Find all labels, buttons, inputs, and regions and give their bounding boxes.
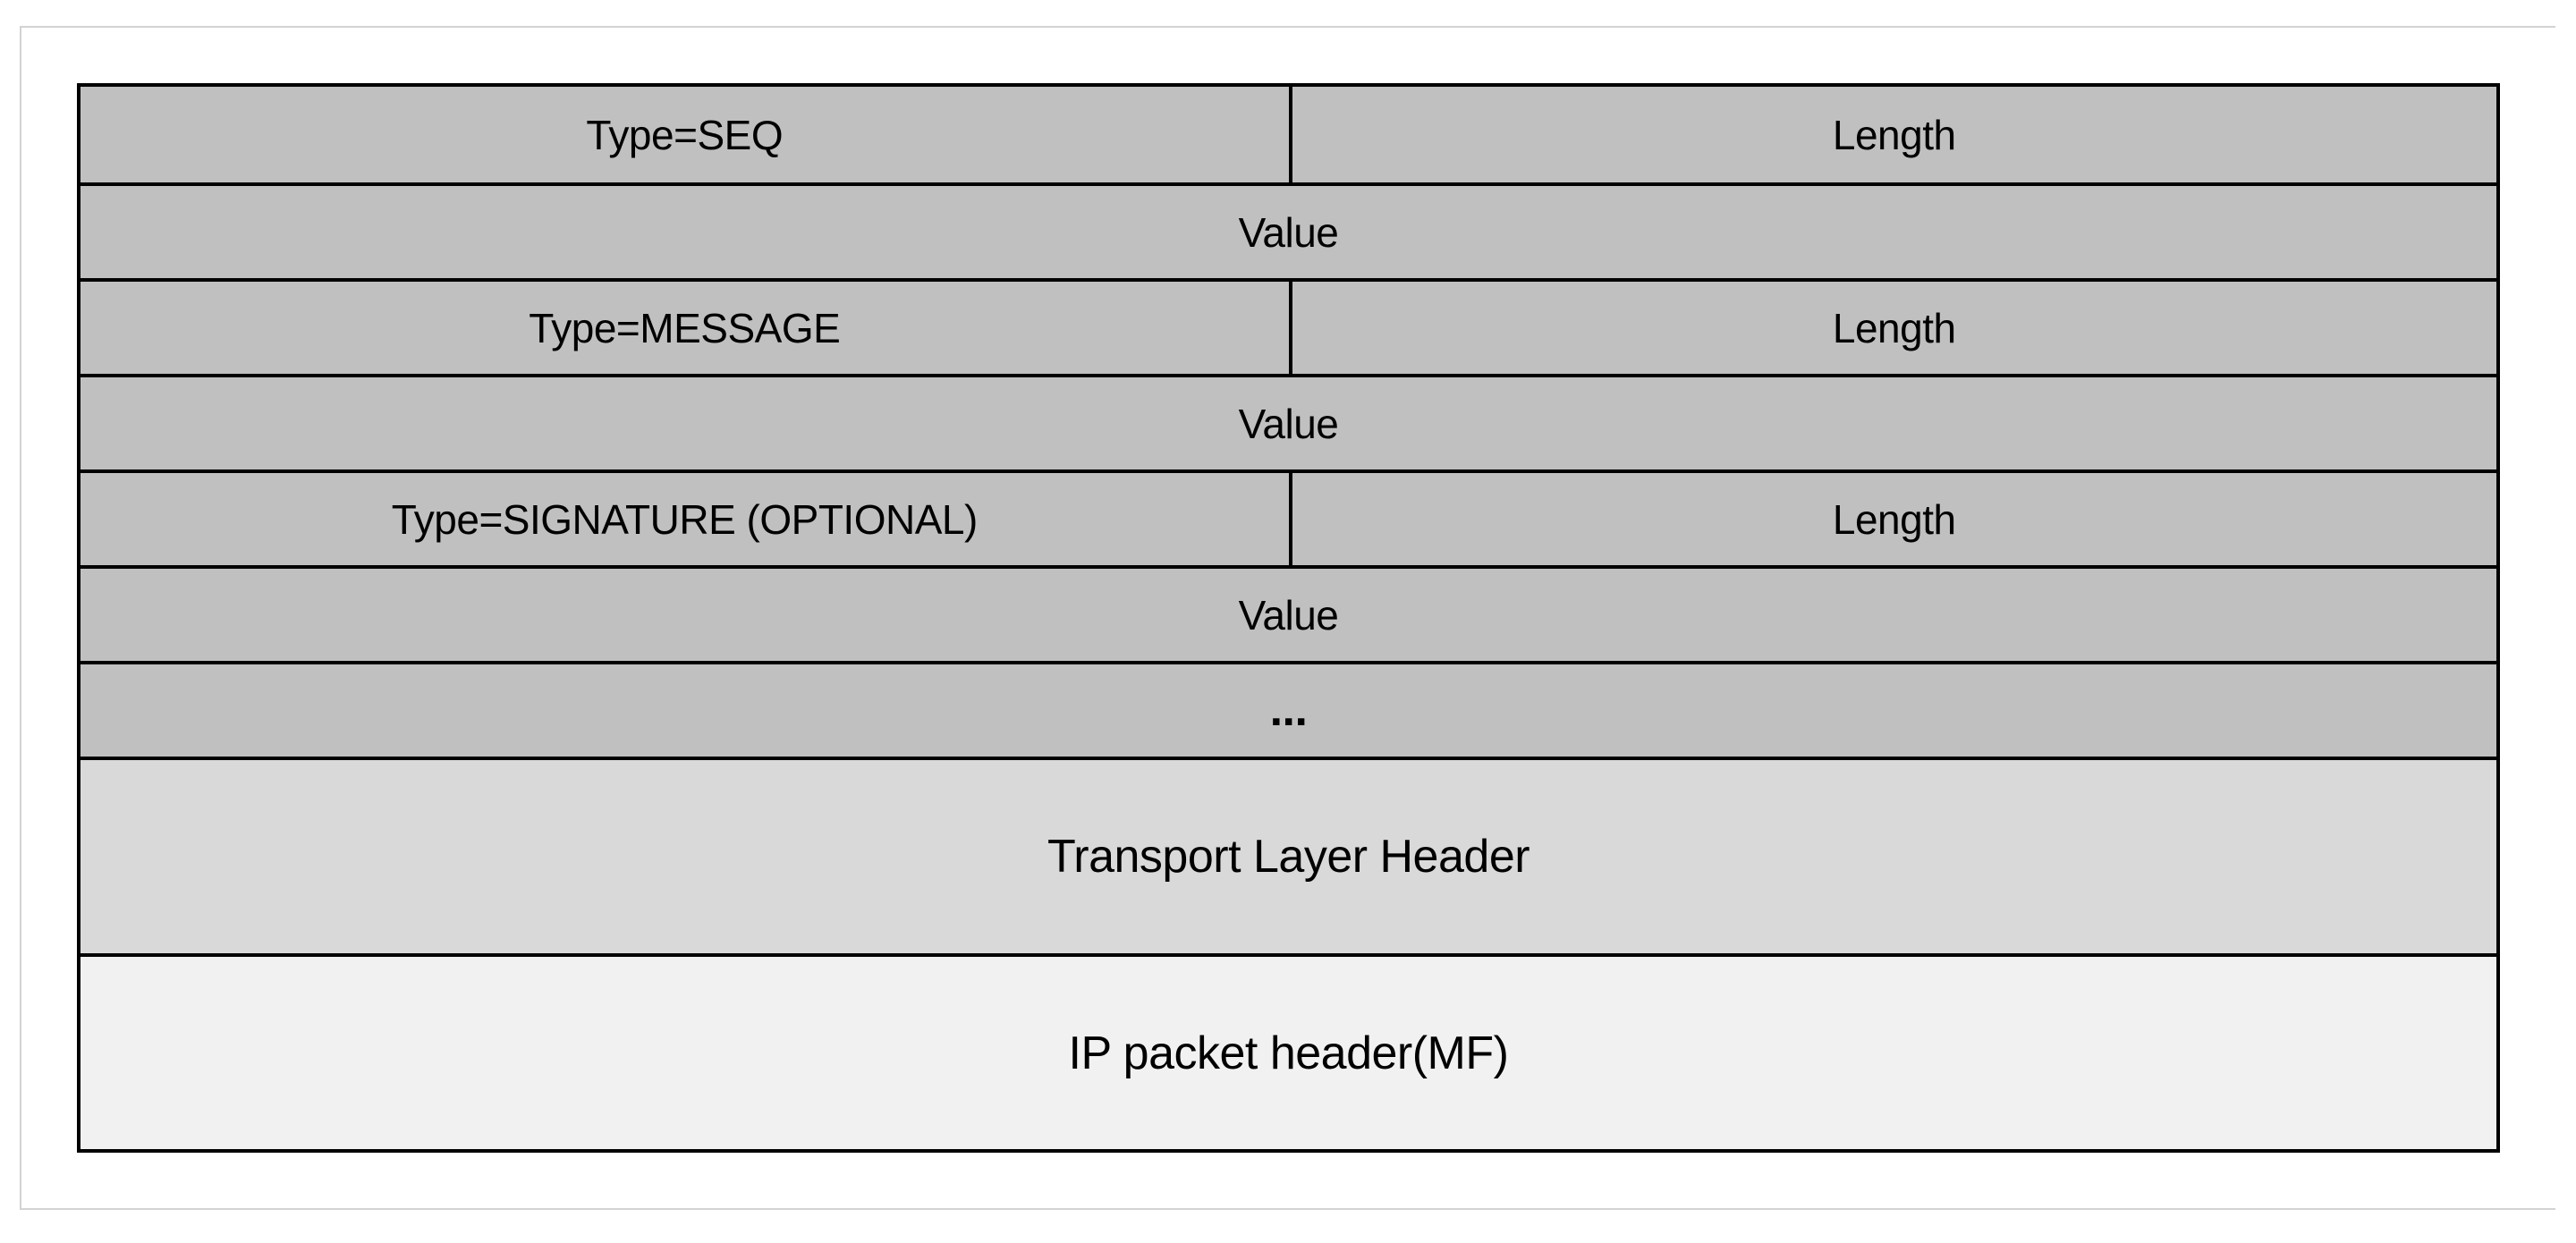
tlv-row-signature: Type=SIGNATURE (OPTIONAL) Length xyxy=(80,469,2496,565)
value-cell-seq: Value xyxy=(1238,208,1339,256)
type-signature-cell: Type=SIGNATURE (OPTIONAL) xyxy=(391,495,979,543)
value-row-message: Value xyxy=(80,374,2496,469)
ip-packet-header-label: IP packet header(MF) xyxy=(1068,1027,1509,1079)
tlv-row-seq: Type=SEQ Length xyxy=(80,87,2496,182)
transport-layer-header-label: Transport Layer Header xyxy=(1046,831,1530,883)
type-seq-cell: Type=SEQ xyxy=(586,111,784,158)
length-cell-message: Length xyxy=(1288,282,2497,374)
ellipsis-label: ... xyxy=(1269,683,1308,736)
figure-frame xyxy=(20,26,2555,1210)
length-cell-signature: Length xyxy=(1288,473,2497,565)
value-cell-signature: Value xyxy=(1238,591,1339,638)
ellipsis-row: ... xyxy=(80,661,2496,757)
value-cell-message: Value xyxy=(1238,400,1339,447)
tlv-row-message: Type=MESSAGE Length xyxy=(80,278,2496,374)
ip-packet-header-row: IP packet header(MF) xyxy=(80,953,2496,1149)
type-message-cell: Type=MESSAGE xyxy=(529,304,841,351)
length-cell-seq: Length xyxy=(1288,87,2497,182)
value-row-signature: Value xyxy=(80,565,2496,661)
value-row-seq: Value xyxy=(80,182,2496,278)
packet-structure-diagram: Type=SEQ Length Value Type=MESSAGE Lengt… xyxy=(77,83,2500,1153)
transport-layer-header-row: Transport Layer Header xyxy=(80,757,2496,953)
